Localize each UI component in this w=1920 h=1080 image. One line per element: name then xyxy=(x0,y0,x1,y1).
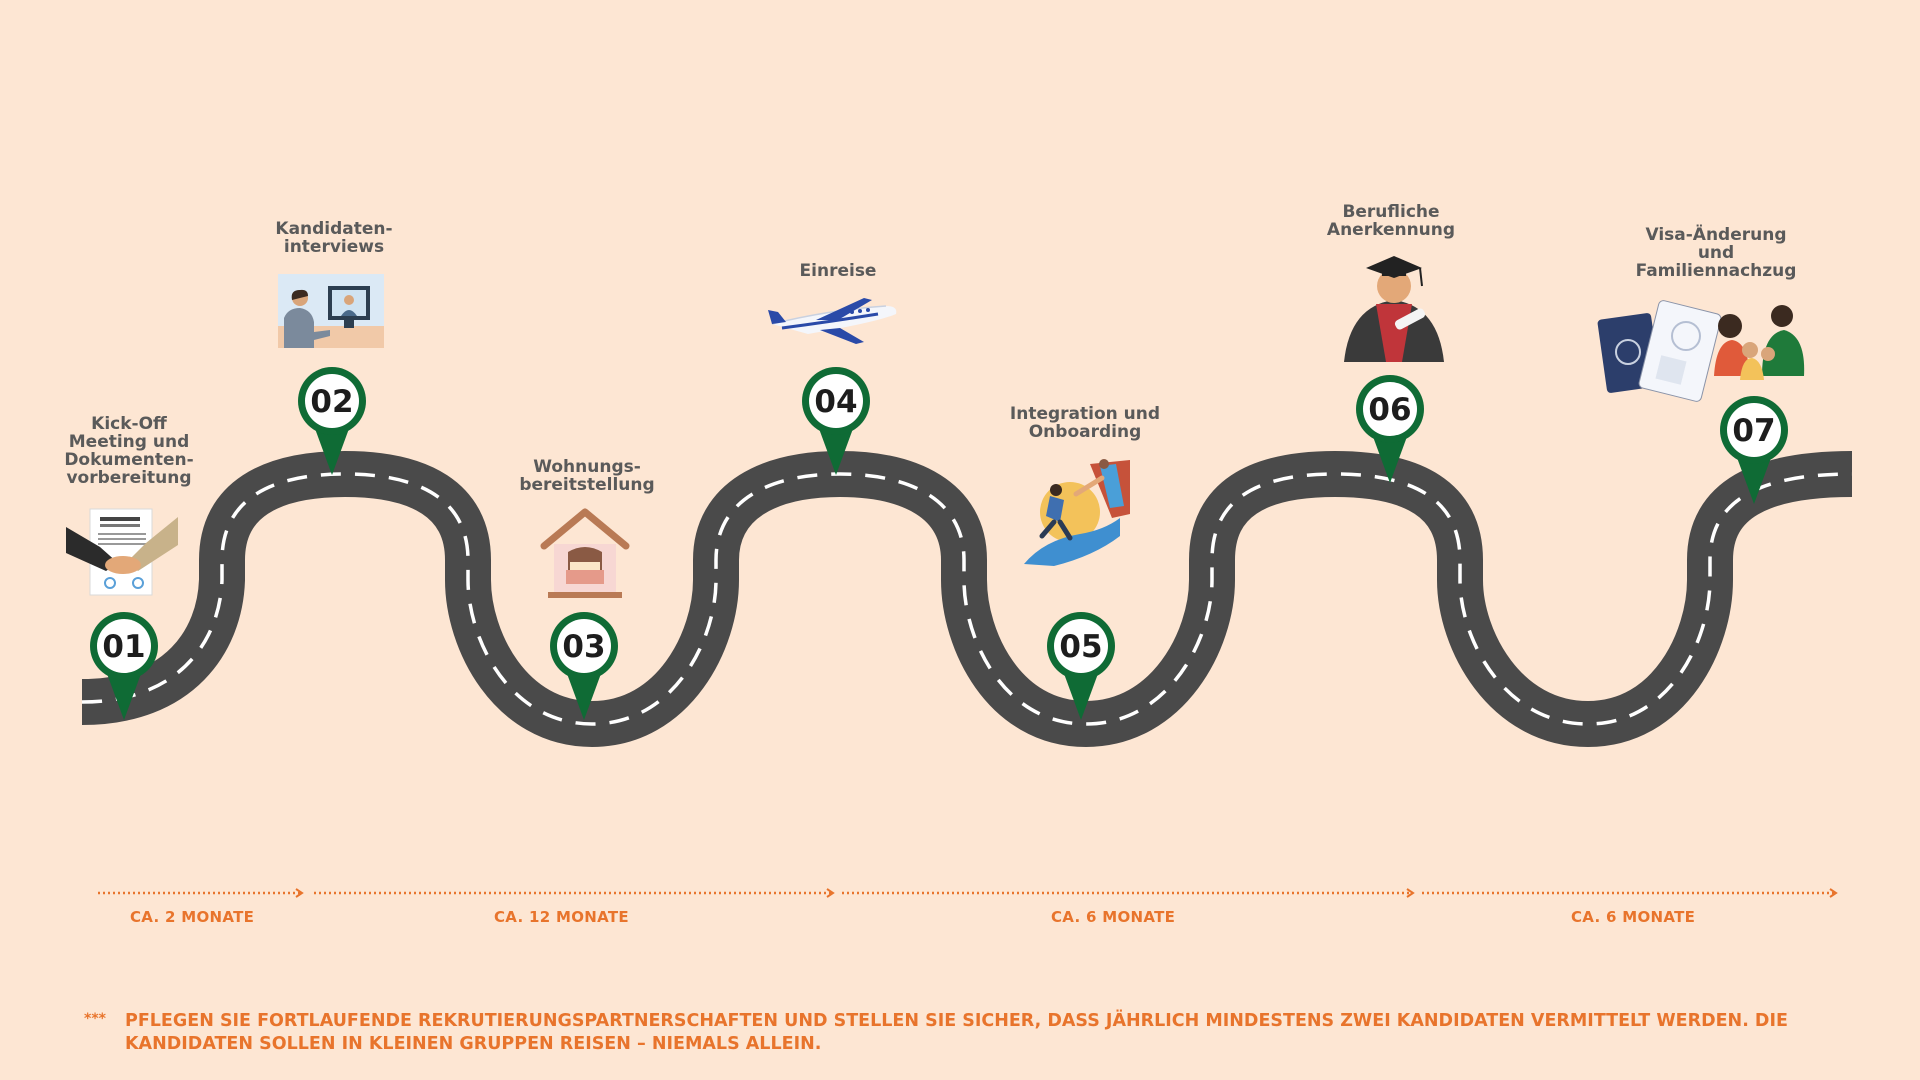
step-number-04: 04 xyxy=(814,384,857,420)
step-label-02: Kandidaten- interviews xyxy=(275,219,393,257)
step-number-07: 07 xyxy=(1732,413,1775,449)
handshake-contract-icon xyxy=(66,508,178,596)
helping-hand-climb-icon xyxy=(1024,459,1130,566)
map-pin-05: 05 xyxy=(1047,612,1115,720)
map-pin-02: 02 xyxy=(298,367,366,475)
footnote-text: PFLEGEN SIE FORTLAUFENDE REKRUTIERUNGSPA… xyxy=(125,1011,1788,1054)
duration-label-3: CA. 6 MONATE xyxy=(1051,908,1176,926)
map-pin-07: 07 xyxy=(1720,396,1788,504)
step-label-03: Wohnungs- bereitstellung xyxy=(519,457,655,495)
step-label-01: Kick-Off Meeting und Dokumenten- vorbere… xyxy=(64,414,194,488)
roadmap-pins: 01 02 03 04 05 06 07 xyxy=(90,367,1788,720)
duration-label-4: CA. 6 MONATE xyxy=(1571,908,1696,926)
house-bed-icon xyxy=(540,508,630,598)
step-label-06: Berufliche Anerkennung xyxy=(1326,202,1456,240)
map-pin-03: 03 xyxy=(550,612,618,720)
passport-family-icon xyxy=(1597,300,1805,402)
step-number-06: 06 xyxy=(1368,392,1411,428)
step-number-01: 01 xyxy=(102,629,145,665)
map-pin-06: 06 xyxy=(1356,375,1424,483)
map-pin-04: 04 xyxy=(802,367,870,475)
map-pin-01: 01 xyxy=(90,612,158,720)
step-label-05: Integration und Onboarding xyxy=(1009,404,1161,442)
video-interview-icon xyxy=(278,274,384,348)
winding-road xyxy=(81,451,1853,747)
step-number-02: 02 xyxy=(310,384,353,420)
graduate-icon xyxy=(1344,256,1444,362)
footnote-marker: *** xyxy=(84,1011,106,1027)
step-number-05: 05 xyxy=(1059,629,1102,665)
road-centerline xyxy=(81,472,1853,726)
footnote: *** PFLEGEN SIE FORTLAUFENDE REKRUTIERUN… xyxy=(84,1010,1884,1056)
duration-label-1: CA. 2 MONATE xyxy=(130,908,255,926)
step-number-03: 03 xyxy=(562,629,605,665)
step-label-04: Einreise xyxy=(799,261,877,281)
airplane-icon xyxy=(768,298,897,344)
duration-label-2: CA. 12 MONATE xyxy=(494,908,629,926)
step-label-07: Visa-Änderung und Familiennachzug xyxy=(1635,225,1797,281)
